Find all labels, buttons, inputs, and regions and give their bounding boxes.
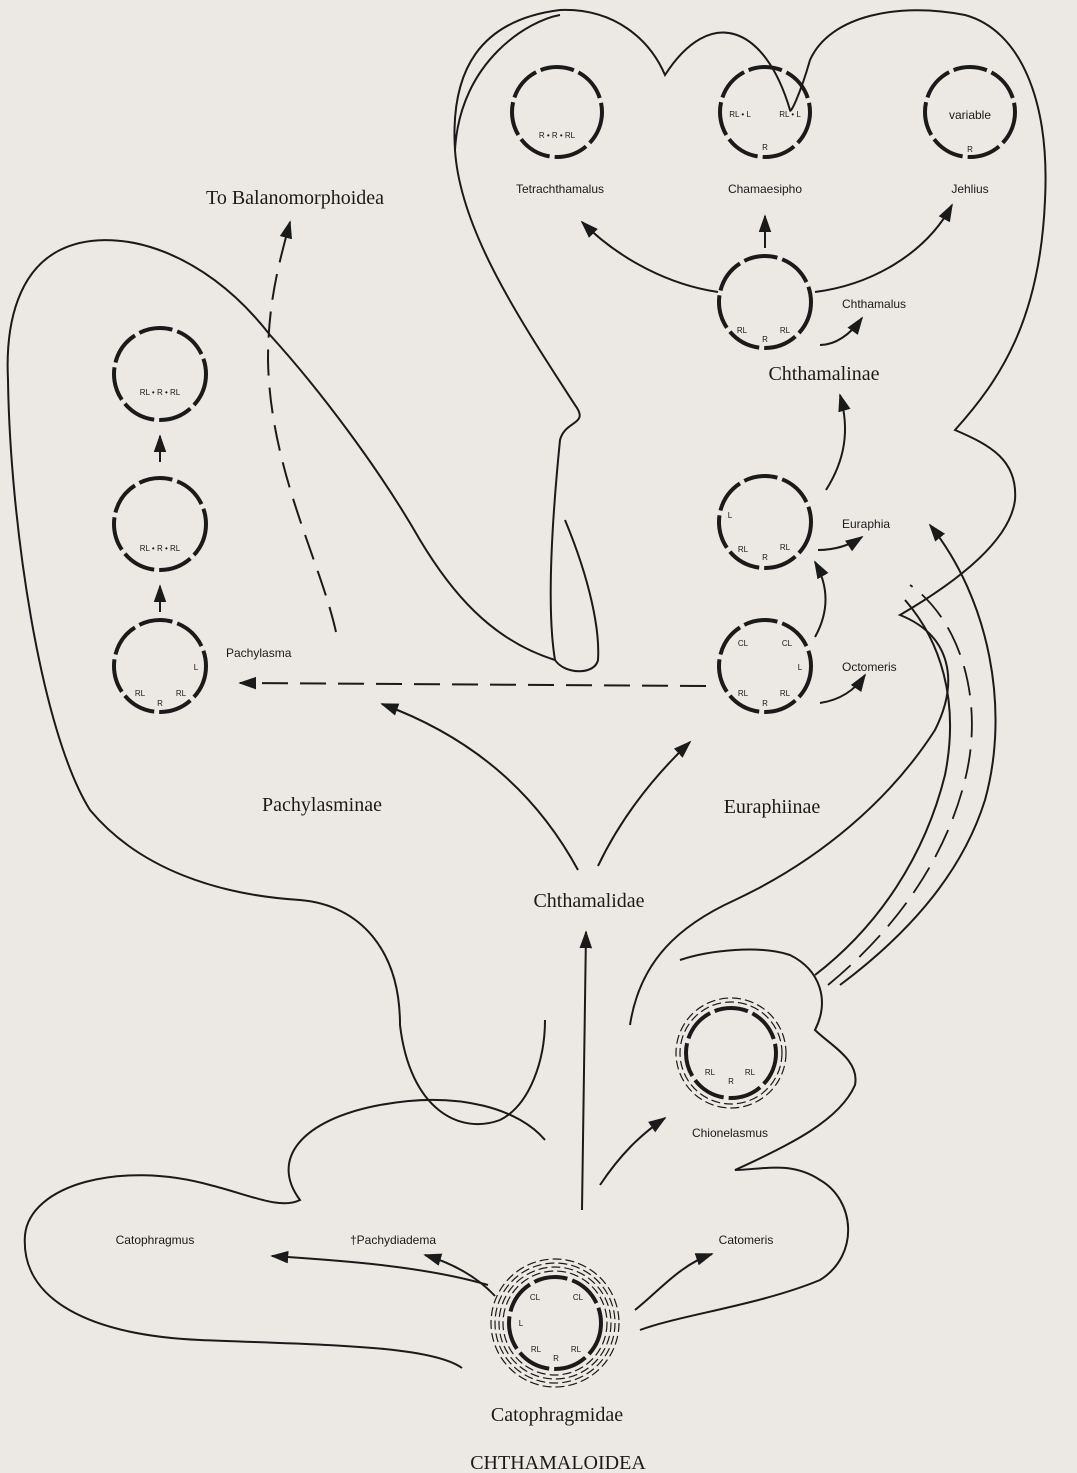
tetrachthamalus-label: Tetrachthamalus (516, 182, 604, 196)
plate-label: L (194, 663, 199, 672)
chionelasmus-shell: RL RL R (676, 998, 786, 1108)
plate-label: R (762, 699, 768, 708)
euraphia-to-chthamalinae-arrow (826, 395, 845, 490)
plate-label: R • R • RL (539, 131, 576, 140)
plate-label: L (519, 1319, 524, 1328)
plate-label: R (157, 699, 163, 708)
plate-label: L (798, 663, 803, 672)
euraphia-side-arrow (818, 537, 862, 550)
octomeris-to-euraphia-arrow (815, 562, 826, 637)
chthamalus-label: Chthamalus (842, 297, 906, 311)
to-catomeris-arrow (635, 1254, 712, 1310)
chthamalinae-euraphiinae-boundary (454, 10, 1045, 1025)
plate-label: R (762, 143, 768, 152)
to-pachydiadema-arrow (425, 1255, 495, 1296)
plate-label: R (553, 1354, 559, 1363)
chthamalus-shell: RL RL R (719, 256, 811, 348)
chthamaloidea-title: CHTHAMALOIDEA (470, 1452, 646, 1473)
plate-label: RL (531, 1345, 542, 1354)
plate-label: RL (571, 1345, 582, 1354)
plate-label: R (762, 553, 768, 562)
plate-label: RL (780, 689, 791, 698)
plate-label: RL (738, 545, 749, 554)
catophragmidae-label: Catophragmidae (491, 1404, 623, 1426)
chamaesipho-label: Chamaesipho (728, 182, 802, 196)
plate-label: CL (573, 1293, 584, 1302)
catophragmidae-to-chthamalidae-arrow (582, 932, 586, 1210)
plate-label: RL • R • RL (140, 544, 181, 553)
to-balanomorphoidea-label: To Balanomorphoidea (206, 187, 384, 209)
pachylasminae-boundary (8, 240, 555, 1124)
to-catophragmus-arrow (272, 1256, 488, 1285)
euraphiinae-label: Euraphiinae (724, 796, 821, 818)
pachylasma-shell-bottom: L RL RL R (114, 620, 206, 712)
variable-label: variable (949, 108, 991, 122)
plate-label: RL (738, 689, 749, 698)
plate-label: RL (745, 1068, 756, 1077)
tetrachthamalus-shell: R • R • RL (512, 67, 602, 157)
pachydiadema-label: †Pachydiadema (350, 1233, 436, 1247)
plate-label: RL • L (729, 110, 751, 119)
chthamalinae-lobe (455, 15, 560, 150)
plate-label: L (728, 511, 733, 520)
chthamalidae-to-pachylasminae-arrow (382, 704, 578, 870)
octomeris-side-arrow (820, 675, 865, 703)
pachylasminae-label: Pachylasminae (262, 794, 382, 816)
plate-label: RL (705, 1068, 716, 1077)
catophragmidae-boundary (25, 950, 856, 1368)
plate-label: RL (780, 543, 791, 552)
to-balanomorphoidea-dashed-arrow (268, 222, 336, 632)
octomeris-label: Octomeris (842, 660, 897, 674)
pachylasma-shell-top: RL • R • RL (114, 328, 206, 420)
plate-label: R (728, 1077, 734, 1086)
pachylasma-label: Pachylasma (226, 646, 292, 660)
plate-label: RL (780, 326, 791, 335)
chthamalidae-to-euraphiinae-arrow (598, 742, 690, 866)
octomeris-to-pachylasma-dashed-arrow (240, 683, 706, 686)
plate-label: CL (530, 1293, 541, 1302)
to-jehlius-arrow (815, 205, 952, 292)
jehlius-label: Jehlius (951, 182, 988, 196)
euraphia-shell: L RL RL R (719, 476, 811, 568)
plate-label: RL • R • RL (140, 388, 181, 397)
catomeris-label: Catomeris (719, 1233, 774, 1247)
chthamalidae-label: Chthamalidae (533, 890, 644, 912)
chionelasmus-link-mid (828, 585, 972, 985)
octomeris-shell: CL CL L RL RL R (719, 620, 811, 712)
plate-label: R (762, 335, 768, 344)
pachylasma-shell-middle: RL • R • RL (114, 478, 206, 570)
chthamalus-side-arrow (820, 318, 862, 345)
plate-label: RL • L (779, 110, 801, 119)
chionelasmus-label: Chionelasmus (692, 1126, 768, 1140)
plate-label: CL (782, 639, 793, 648)
chthamalinae-label: Chthamalinae (768, 363, 879, 385)
chamaesipho-shell: RL • L RL • L R (720, 67, 810, 157)
catophragmidae-shell: CL CL L RL RL R (491, 1259, 619, 1387)
plate-label: RL (737, 326, 748, 335)
plate-label: RL (176, 689, 187, 698)
plate-label: R (967, 145, 973, 154)
plate-label: CL (738, 639, 749, 648)
jehlius-shell: variable R (925, 67, 1015, 157)
euraphia-label: Euraphia (842, 517, 890, 531)
to-chionelasmus-arrow (600, 1118, 665, 1185)
chionelasmus-link-inner (815, 600, 950, 975)
plate-label: RL (135, 689, 146, 698)
to-tetrachthamalus-arrow (582, 222, 718, 292)
catophragmus-label: Catophragmus (116, 1233, 195, 1247)
